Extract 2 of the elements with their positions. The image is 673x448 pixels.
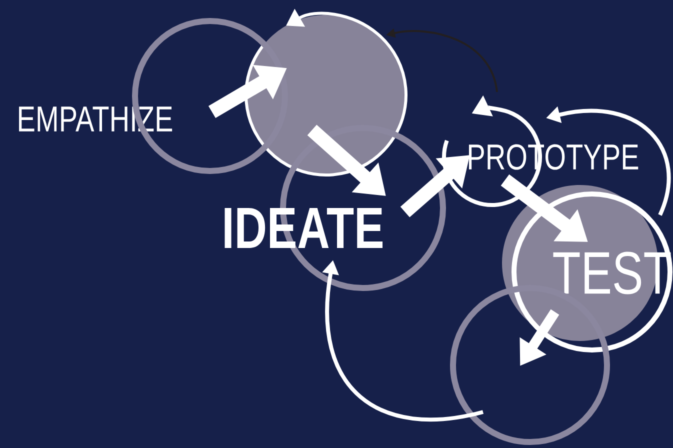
phase-label: EMPATHIZE xyxy=(19,106,172,132)
phase-label: IDEATE xyxy=(224,125,446,291)
